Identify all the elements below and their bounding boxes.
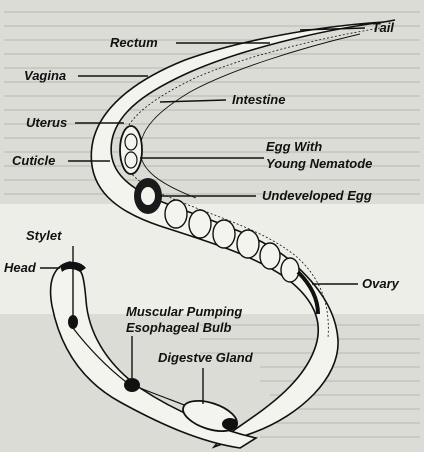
egg-cell (260, 243, 280, 269)
stylet-knob (68, 315, 78, 329)
egg-cell (213, 220, 235, 248)
label-digestive-gland: Digestve Gland (158, 350, 254, 365)
egg-cell (189, 210, 211, 238)
tail-leader (300, 28, 365, 30)
egg-cell (237, 230, 259, 258)
egg-with-young-nematode (120, 126, 142, 174)
label-egg-with-line1: Egg With (266, 139, 322, 154)
undeveloped-egg-core (141, 187, 155, 205)
label-intestine: Intestine (232, 92, 285, 107)
egg-cell (165, 200, 187, 228)
label-undeveloped-egg: Undeveloped Egg (262, 188, 372, 203)
intestine-line (140, 34, 360, 198)
label-uterus: Uterus (26, 115, 67, 130)
label-tail: Tail (372, 20, 394, 35)
digestive-gland-dark (222, 418, 238, 430)
label-stylet: Stylet (26, 228, 62, 243)
label-egg-with-line2: Young Nematode (266, 156, 372, 171)
label-cuticle: Cuticle (12, 153, 55, 168)
label-vagina: Vagina (24, 68, 66, 83)
egg-cell (281, 258, 299, 282)
label-muscular-line2: Esophageal Bulb (126, 320, 232, 335)
intestine-leader (160, 100, 226, 102)
label-head: Head (4, 260, 37, 275)
label-muscular-line1: Muscular Pumping (126, 304, 242, 319)
label-ovary: Ovary (362, 276, 400, 291)
esophageal-bulb (124, 378, 140, 392)
label-rectum: Rectum (110, 35, 158, 50)
